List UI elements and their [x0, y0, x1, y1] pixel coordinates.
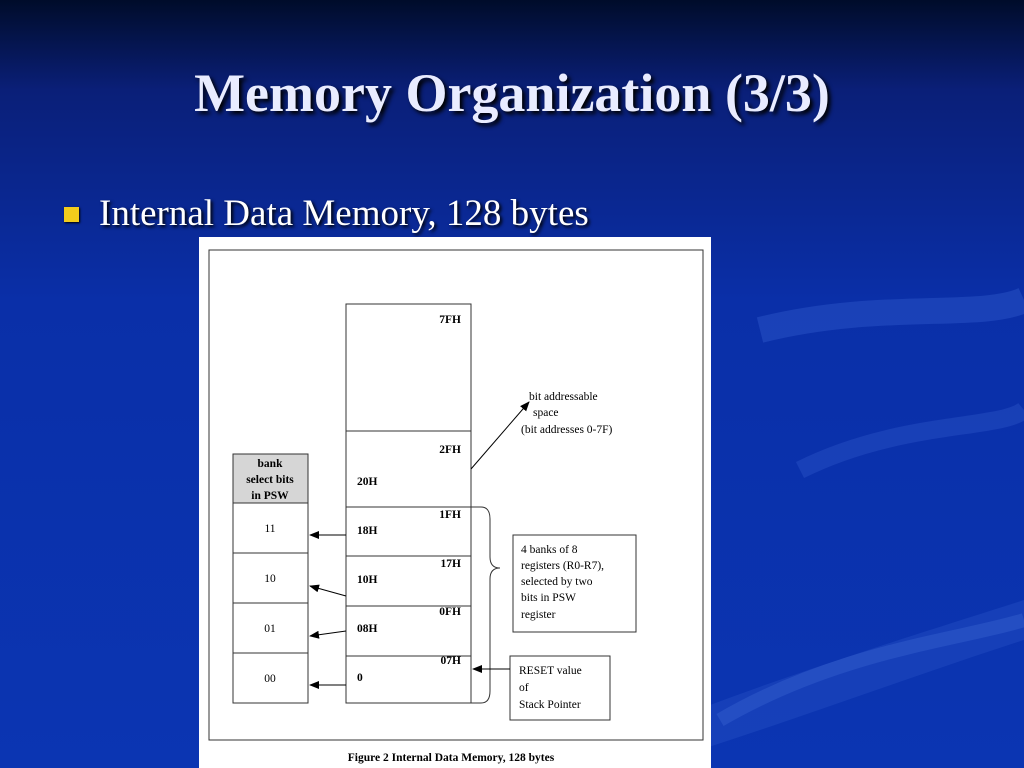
- bit-addressable-arrow: [470, 401, 530, 470]
- bank-table-header-line1: bank: [258, 458, 284, 470]
- addr-label-20h: 20H: [357, 476, 378, 488]
- figure-frame: [208, 249, 704, 741]
- bank-bits-row: 11: [264, 523, 275, 535]
- addr-label-2fh: 2FH: [439, 444, 461, 456]
- banks-note-line3: selected by two: [521, 576, 593, 588]
- bullet-text: Internal Data Memory, 128 bytes: [99, 192, 589, 234]
- figure-caption: Figure 2 Internal Data Memory, 128 bytes: [348, 752, 555, 764]
- banks-note-line4: bits in PSW: [521, 592, 576, 604]
- banks-note-line2: registers (R0-R7),: [521, 560, 604, 572]
- bank-select-table: [232, 453, 309, 704]
- addr-label-17h: 17H: [441, 558, 462, 570]
- bank-arrow-10: [309, 584, 347, 597]
- addr-label-07h: 07H: [441, 655, 462, 667]
- memory-diagram-figure: 7FH 2FH 20H 1FH 18H 17H 10H 0FH 08H 07H …: [199, 237, 711, 768]
- memory-diagram: 7FH 2FH 20H 1FH 18H 17H 10H 0FH 08H 07H …: [208, 249, 704, 764]
- banks-note-line5: register: [521, 609, 556, 621]
- banks-note-box: [512, 534, 637, 633]
- addr-label-0fh: 0FH: [439, 606, 461, 618]
- reset-note-line1: RESET value: [519, 665, 582, 677]
- bank-bits-row: 00: [264, 673, 276, 685]
- reset-note-line3: Stack Pointer: [519, 699, 581, 711]
- addr-label-18h: 18H: [357, 525, 378, 537]
- reset-note-box: [509, 655, 611, 721]
- register-banks-brace: [471, 506, 501, 704]
- bullet-item: Internal Data Memory, 128 bytes: [64, 190, 589, 236]
- bank-arrow-01: [309, 630, 347, 639]
- bit-addressable-note-line2: space: [533, 407, 559, 419]
- bank-table-header-line2: select bits: [246, 474, 294, 486]
- bank-table-header-line3: in PSW: [251, 490, 289, 502]
- bank-bits-row: 10: [264, 573, 276, 585]
- addr-label-08h: 08H: [357, 623, 378, 635]
- bit-addressable-note-line3: (bit addresses 0-7F): [521, 424, 613, 436]
- addr-label-1fh: 1FH: [439, 509, 461, 521]
- bank-bits-row: 01: [264, 623, 276, 635]
- square-bullet-icon: [64, 206, 79, 222]
- addr-label-0: 0: [357, 672, 363, 684]
- addr-label-10h: 10H: [357, 574, 378, 586]
- reset-note-line2: of: [519, 682, 529, 694]
- slide-title: Memory Organization (3/3): [194, 63, 830, 123]
- bit-addressable-note-line1: bit addressable: [529, 391, 598, 403]
- banks-note-line1: 4 banks of 8: [521, 544, 578, 556]
- memory-map: [345, 303, 472, 704]
- addr-label-7fh: 7FH: [439, 314, 461, 326]
